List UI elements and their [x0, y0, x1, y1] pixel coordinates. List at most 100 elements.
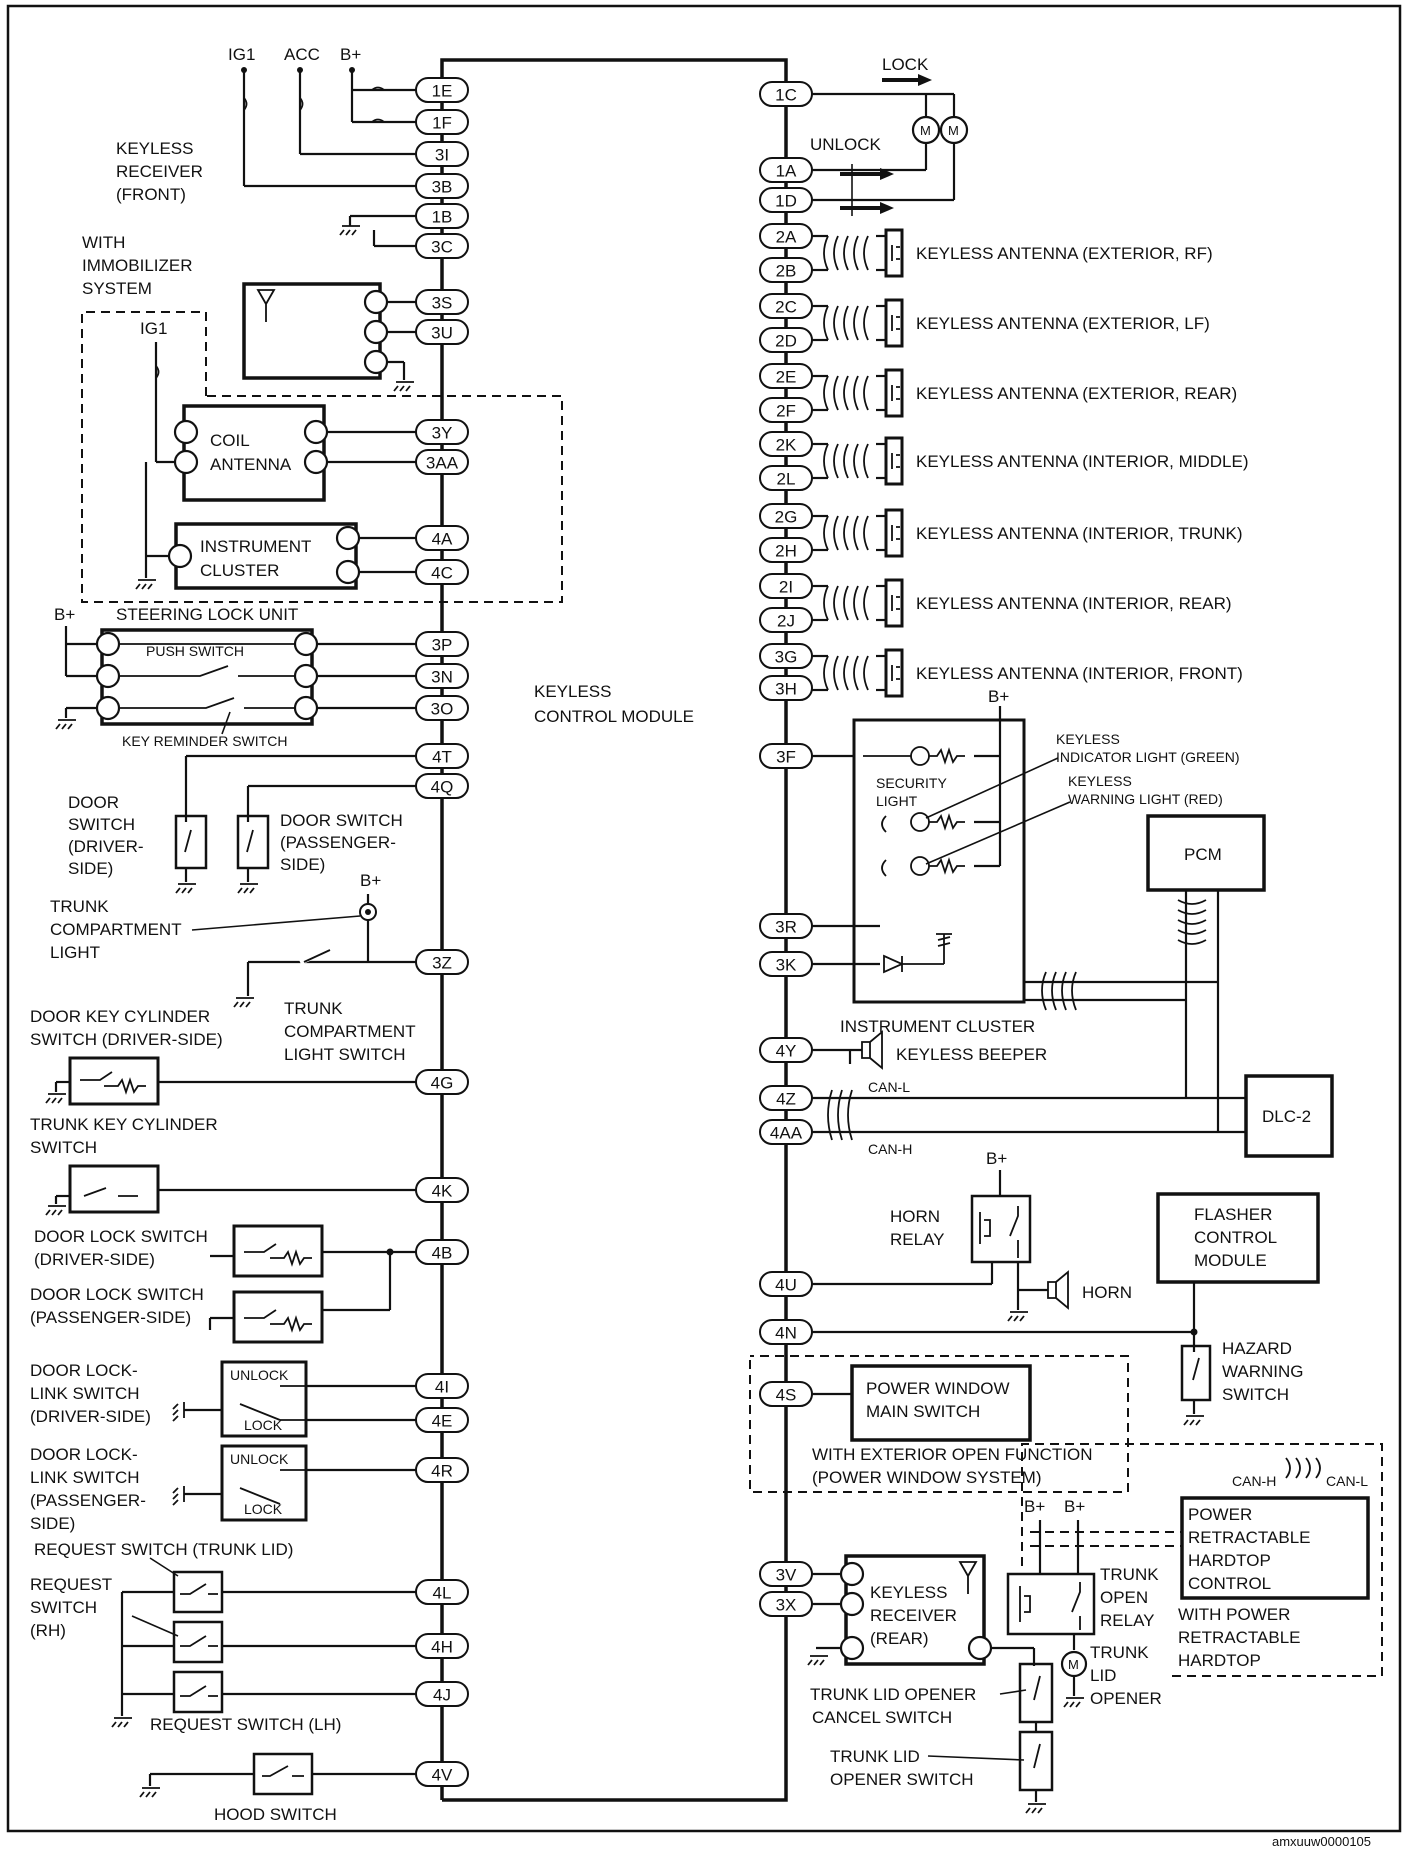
- pin-1d-label: 1D: [775, 192, 797, 211]
- keyless-antennas: KEYLESS ANTENNA (EXTERIOR, RF) KEYLESS AN…: [812, 228, 1249, 698]
- trunk-open-relay-3: RELAY: [1100, 1611, 1155, 1630]
- with-hardtop-1: WITH POWER: [1178, 1605, 1290, 1624]
- pin-3o-label: 3O: [431, 700, 454, 719]
- ext-open-1: WITH EXTERIOR OPEN FUNCTION: [812, 1445, 1093, 1464]
- tlo-switch-2: OPENER SWITCH: [830, 1770, 974, 1789]
- pin-3g: 3G: [759, 643, 813, 669]
- pin-2a-label: 2A: [776, 228, 797, 247]
- kr-rear-1: KEYLESS: [870, 1583, 948, 1602]
- pin-3b-label: 3B: [432, 178, 453, 197]
- pin-2b: 2B: [759, 257, 813, 283]
- pin-1f-label: 1F: [432, 114, 452, 133]
- pin-3n-label: 3N: [431, 668, 453, 687]
- pin-3c: 3C: [415, 233, 469, 259]
- tcl-2: COMPARTMENT: [50, 920, 182, 939]
- keyless-warning-1: KEYLESS: [1068, 773, 1132, 789]
- lock-label: LOCK: [882, 55, 929, 74]
- dll-drv-3: (DRIVER-SIDE): [30, 1407, 151, 1426]
- keyless-beeper: KEYLESS BEEPER: [812, 1030, 1047, 1070]
- pin-4k-label: 4K: [432, 1182, 453, 1201]
- request-switches: REQUEST SWITCH (TRUNK LID) REQUEST SWITC…: [30, 1540, 416, 1734]
- pin-3g-label: 3G: [775, 648, 798, 667]
- flasher-hazard: FLASHER CONTROL MODULE HAZARD WARNING SW…: [812, 1192, 1320, 1426]
- svg-text:M: M: [920, 123, 931, 138]
- pin-2k: 2K: [759, 431, 813, 457]
- pin-4j: 4J: [415, 1681, 469, 1707]
- door-sw-pass-2: (PASSENGER-: [280, 833, 396, 852]
- pin-4u: 4U: [759, 1271, 813, 1297]
- pin-1c: 1C: [759, 81, 813, 107]
- keyless-antenna-1: KEYLESS ANTENNA (EXTERIOR, RF): [812, 228, 1213, 278]
- inst-cluster-2: CLUSTER: [200, 561, 279, 580]
- dll-drv-unlock: UNLOCK: [230, 1367, 289, 1383]
- pin-2g: 2G: [759, 503, 813, 529]
- req-rh-1: REQUEST: [30, 1575, 112, 1594]
- req-rh-3: (RH): [30, 1621, 66, 1640]
- trunk-key-cylinder-switch: TRUNK KEY CYLINDER SWITCH: [30, 1115, 416, 1216]
- tcl-1: TRUNK: [50, 897, 109, 916]
- pin-4e-label: 4E: [432, 1412, 453, 1431]
- pcm-dlc-section: PCM DLC-2 CAN-L CAN-H: [812, 814, 1334, 1158]
- pin-2g-label: 2G: [775, 508, 798, 527]
- pin-2j-label: 2J: [777, 612, 795, 631]
- door-lock-actuators: LOCK UNLOCK M M: [810, 55, 969, 216]
- horn-relay: B+ HORN RELAY HORN: [812, 1149, 1132, 1322]
- bplus-tcl: B+: [360, 871, 381, 890]
- pin-4aa-label: 4AA: [770, 1124, 803, 1143]
- with-hardtop-2: RETRACTABLE: [1178, 1628, 1301, 1647]
- tcl-3: LIGHT: [50, 943, 100, 962]
- pin-1b: 1B: [415, 203, 469, 229]
- keyless-indicator-2: INDICATOR LIGHT (GREEN): [1056, 749, 1240, 765]
- dll-drv-1: DOOR LOCK-: [30, 1361, 138, 1380]
- hazard-2: WARNING: [1222, 1362, 1304, 1381]
- pin-3x: 3X: [759, 1591, 813, 1617]
- pin-2a: 2A: [759, 223, 813, 249]
- pin-3s: 3S: [415, 289, 469, 315]
- pin-4l: 4L: [415, 1579, 469, 1605]
- keyless-antenna-label-6: KEYLESS ANTENNA (INTERIOR, REAR): [916, 594, 1232, 613]
- inst-cluster-1: INSTRUMENT: [200, 537, 311, 556]
- pin-4t: 4T: [415, 743, 469, 769]
- footer-code: amxuuw0000105: [1272, 1834, 1371, 1849]
- dkc-1: DOOR KEY CYLINDER: [30, 1007, 210, 1026]
- pin-1a: 1A: [759, 157, 813, 183]
- flasher-1: FLASHER: [1194, 1205, 1272, 1224]
- pin-4y: 4Y: [759, 1037, 813, 1063]
- pin-4z-label: 4Z: [776, 1090, 796, 1109]
- horn-relay-1: HORN: [890, 1207, 940, 1226]
- inst-cluster-right-label: INSTRUMENT CLUSTER: [840, 1017, 1035, 1036]
- pin-3u-label: 3U: [431, 324, 453, 343]
- power-window-section: POWER WINDOW MAIN SWITCH WITH EXTERIOR O…: [749, 1355, 1129, 1493]
- keyless-antenna-6: KEYLESS ANTENNA (INTERIOR, REAR): [812, 578, 1232, 628]
- pin-3u: 3U: [415, 319, 469, 345]
- ig1-label: IG1: [228, 45, 255, 64]
- pin-4t-label: 4T: [432, 748, 452, 767]
- trunk-lid-opener-1: TRUNK: [1090, 1643, 1149, 1662]
- kr-front-2: RECEIVER: [116, 162, 203, 181]
- pin-4b-label: 4B: [432, 1244, 453, 1263]
- with-hardtop-3: HARDTOP: [1178, 1651, 1261, 1670]
- pin-2e: 2E: [759, 363, 813, 389]
- pin-2h: 2H: [759, 537, 813, 563]
- door-lock-switches: DOOR LOCK SWITCH (DRIVER-SIDE) DOOR LOCK…: [30, 1224, 416, 1344]
- hazard-3: SWITCH: [1222, 1385, 1289, 1404]
- pin-4n: 4N: [759, 1319, 813, 1345]
- pin-2l: 2L: [759, 465, 813, 491]
- push-switch-label: PUSH SWITCH: [146, 643, 244, 659]
- hood-switch-label: HOOD SWITCH: [214, 1805, 337, 1824]
- diagram-frame: [6, 4, 1402, 1833]
- door-sw-drv-3: (DRIVER-: [68, 837, 144, 856]
- flasher-3: MODULE: [1194, 1251, 1267, 1270]
- bplus-to2: B+: [1064, 1497, 1085, 1516]
- pin-2e-label: 2E: [776, 368, 797, 387]
- trunk-open-relay-1: TRUNK: [1100, 1565, 1159, 1584]
- pin-2j: 2J: [759, 607, 813, 633]
- bplus-slu: B+: [54, 605, 75, 624]
- dlc2-label: DLC-2: [1262, 1107, 1311, 1126]
- pin-2b-label: 2B: [776, 262, 797, 281]
- power-supply-section: IG1 ACC B+: [228, 45, 416, 188]
- pin-1e: 1E: [415, 77, 469, 103]
- pin-2i: 2I: [759, 573, 813, 599]
- pin-3i: 3I: [415, 141, 469, 167]
